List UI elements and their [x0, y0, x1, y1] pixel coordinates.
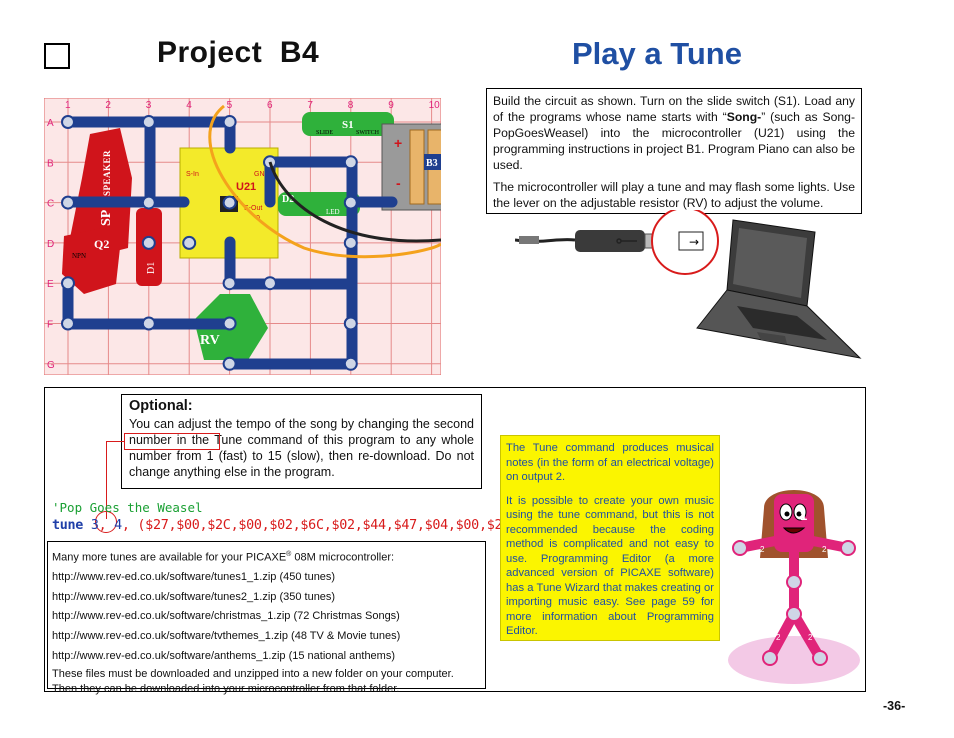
tune-command: tune 3, 4, ($27,$00,$2C,$00,$02,$6C,$02,… — [52, 518, 565, 533]
snap-point — [222, 316, 237, 331]
grid-col-label: 6 — [267, 100, 273, 111]
grid-col-label: 5 — [227, 100, 233, 111]
speaker-part — [70, 128, 132, 254]
grid-col-label: 4 — [186, 100, 192, 111]
snap-point — [222, 276, 237, 291]
usb-symbol-icon: → — [689, 235, 699, 249]
snap-point — [222, 356, 237, 371]
grid-col-label: 9 — [388, 100, 394, 111]
laptop-icon — [696, 219, 862, 359]
page-title: Play a Tune — [572, 36, 742, 71]
grid-row-label: F — [47, 320, 53, 331]
speaker-label: SPEAKER — [102, 150, 112, 196]
battery-plus: + — [394, 135, 402, 151]
snap-point — [141, 316, 156, 331]
optional-box: Optional: You can adjust the tempo of th… — [121, 394, 482, 489]
second-number-highlight — [124, 433, 220, 450]
project-checkbox[interactable] — [44, 43, 70, 69]
s1-label: S1 — [342, 119, 354, 131]
grid-col-label: 3 — [146, 100, 152, 111]
snap-point — [141, 195, 156, 210]
code-comment: 'Pop Goes the Weasel — [52, 500, 203, 515]
download-link-tunes2[interactable]: http://www.rev-ed.co.uk/software/tunes2_… — [52, 590, 336, 603]
snap-point — [61, 195, 75, 210]
snap-point — [61, 276, 75, 291]
mascot-seg-1: 2 — [760, 545, 765, 554]
d1-label: D1 — [146, 262, 157, 274]
intro-box: Build the circuit as shown. Turn on the … — [486, 88, 862, 214]
snap-point — [343, 195, 358, 210]
snap-point — [343, 155, 358, 170]
callout-line-h — [106, 441, 124, 442]
sp-label: SP — [99, 209, 114, 226]
page-number: -36- — [883, 699, 906, 713]
snap-point — [343, 235, 358, 250]
q2-label: Q2 — [94, 237, 109, 251]
snap-point — [141, 115, 156, 129]
mascot-illustration: 1 2 2 3 2 2 — [724, 478, 864, 688]
grid-col-label: 10 — [429, 100, 441, 111]
tune-downloads-box: Many more tunes are available for your P… — [47, 541, 486, 695]
grid-row-label: B — [47, 158, 54, 169]
snap-point — [222, 115, 237, 129]
grid-row-label: A — [47, 118, 54, 129]
grid-row-label: E — [47, 279, 54, 290]
rv-label: RV — [200, 333, 220, 348]
s-in-label: S-In — [186, 171, 199, 178]
download-link-christmas[interactable]: http://www.rev-ed.co.uk/software/christm… — [52, 610, 400, 623]
s-out-label: S-Out — [244, 205, 262, 212]
npn-label: NPN — [72, 252, 86, 260]
s1-part — [302, 112, 394, 136]
q2-part — [62, 228, 120, 294]
switch-label: SWITCH — [356, 130, 380, 136]
callout-line-v — [106, 441, 107, 519]
optional-text: You can adjust the tempo of the song by … — [129, 417, 474, 479]
grid-row-label: C — [47, 199, 54, 210]
intro-paragraph-2: The microcontroller will play a tune and… — [493, 180, 855, 210]
laptop-illustration: → — [514, 207, 865, 370]
downloads-intro: Many more tunes are available for your P… — [52, 551, 395, 564]
project-label: Project B4 — [157, 36, 320, 69]
intro-paragraph-1: Build the circuit as shown. Turn on the … — [493, 94, 856, 172]
snap-point — [182, 235, 197, 250]
snap-point — [343, 356, 358, 371]
mascot-seg-4: 2 — [776, 633, 781, 642]
battery-minus: - — [396, 175, 401, 191]
tune-info-paragraph-2: It is possible to create your own music … — [506, 494, 714, 638]
optional-section-frame — [44, 387, 866, 692]
snap-point — [141, 235, 156, 250]
snap-point — [263, 276, 277, 291]
mascot-seg-5: 2 — [808, 633, 813, 642]
second-number-circle — [95, 511, 117, 533]
snap-point — [61, 316, 75, 331]
download-link-tunes1[interactable]: http://www.rev-ed.co.uk/software/tunes1_… — [52, 571, 336, 584]
tune-info-note: The Tune command produces musical notes … — [500, 435, 720, 641]
usb-plug — [575, 230, 645, 252]
u21-label: U21 — [236, 181, 256, 193]
tune-info-paragraph-1: The Tune command produces musical notes … — [506, 442, 714, 483]
snap-point — [61, 115, 75, 129]
snap-point — [222, 195, 237, 210]
grid-col-label: 8 — [348, 100, 354, 111]
circuit-diagram: 1 2 3 4 5 6 7 8 9 10 A B C D E F G SPEAKER SP Q2 NPN D1… — [43, 97, 479, 376]
b3-label: B3 — [426, 158, 438, 169]
grid-col-label: 2 — [105, 100, 111, 111]
grid-row-label: D — [47, 239, 54, 250]
grid-col-label: 1 — [65, 100, 71, 111]
downloads-note: These files must be downloaded and unzip… — [52, 668, 454, 696]
grid-row-label: G — [47, 360, 55, 371]
download-link-tvthemes[interactable]: http://www.rev-ed.co.uk/software/tvtheme… — [52, 630, 401, 643]
d2-label: D2 — [282, 194, 294, 205]
gnd-label: GND — [254, 171, 270, 178]
mascot-seg-2: 2 — [822, 545, 827, 554]
download-link-anthems[interactable]: http://www.rev-ed.co.uk/software/anthems… — [52, 649, 396, 662]
optional-heading: Optional: — [129, 398, 193, 414]
d2-part — [278, 192, 360, 216]
led-label: LED — [326, 208, 340, 216]
slide-label: SLIDE — [316, 130, 333, 136]
mascot-badge: 1 — [800, 508, 807, 523]
grid-col-label: 7 — [307, 100, 313, 111]
snap-point — [343, 316, 358, 331]
